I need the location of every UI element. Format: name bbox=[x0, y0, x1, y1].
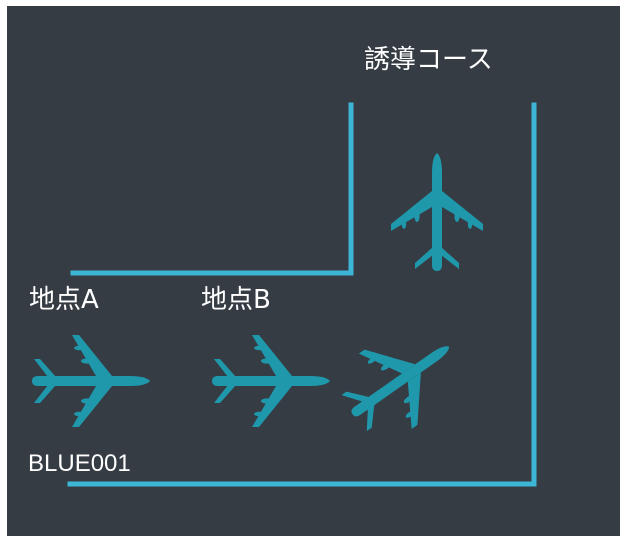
airplane-icon bbox=[326, 308, 476, 452]
inner-guidance-line bbox=[70, 102, 354, 276]
point-a-label: 地点A bbox=[29, 285, 99, 315]
airplane-icon bbox=[391, 153, 483, 271]
airplane-icon bbox=[212, 335, 330, 427]
outer-guidance-line bbox=[67, 102, 537, 487]
course-label: 誘導コース bbox=[364, 45, 493, 75]
airplane-icon bbox=[32, 335, 150, 427]
flight-id-label: BLUE001 bbox=[28, 450, 131, 477]
point-b-label: 地点B bbox=[201, 285, 271, 315]
